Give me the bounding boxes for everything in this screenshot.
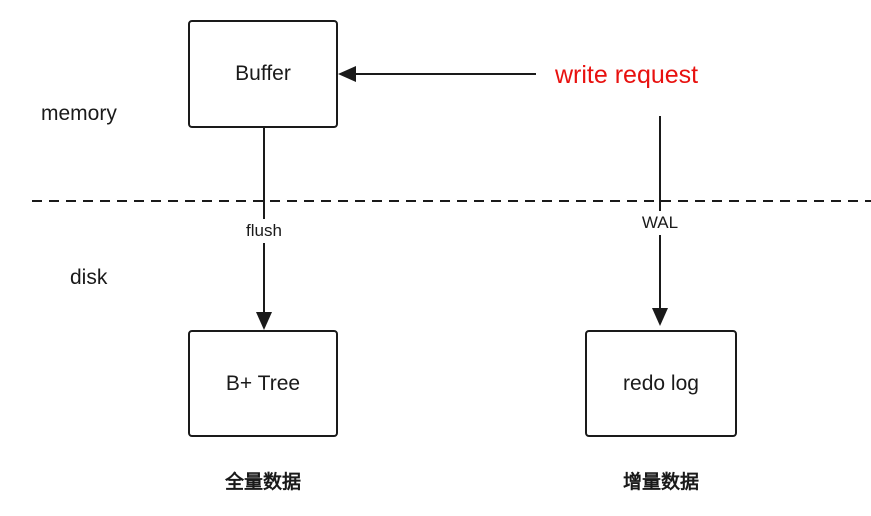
redo-log-node-label: redo log	[623, 371, 699, 395]
memory-zone-label: memory	[41, 102, 117, 125]
redo-log-node: redo log	[585, 330, 737, 437]
full-data-caption: 全量数据	[224, 472, 302, 493]
buffer-node-label: Buffer	[235, 62, 291, 85]
write-request-label: write request	[555, 61, 699, 89]
btree-node-label: B+ Tree	[225, 371, 301, 395]
flush-edge-label: flush	[245, 219, 283, 243]
wal-edge-label: WAL	[640, 211, 680, 235]
incremental-data-caption: 增量数据	[622, 472, 700, 493]
wal-arrowhead	[652, 308, 668, 326]
btree-node: B+ Tree	[188, 330, 338, 437]
flush-arrowhead	[256, 312, 272, 330]
disk-zone-label: disk	[70, 266, 108, 289]
request-to-buffer-arrowhead	[338, 66, 356, 82]
buffer-node: Buffer	[188, 20, 338, 128]
